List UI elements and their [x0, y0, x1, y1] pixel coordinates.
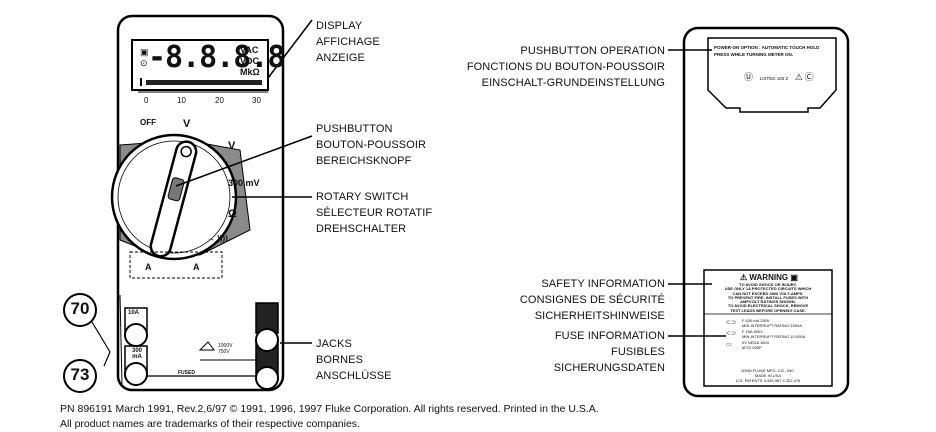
unit-vdc: VDC: [240, 56, 260, 66]
pos-adc: A: [145, 262, 152, 272]
label-rotary-en: ROTARY SWITCH: [316, 191, 409, 203]
double-insulation-icon: ▣: [790, 273, 798, 282]
pos-vdc: V: [228, 140, 236, 152]
label-pushbutton-operation: PUSHBUTTON OPERATION FONCTIONS DU BOUTON…: [420, 43, 665, 91]
fused-label: FUSED: [178, 370, 195, 376]
fuse-icons: ⊂⊃ ⊂⊃ ▭: [726, 318, 736, 351]
jack-300ma-label: 300 mA: [131, 348, 142, 360]
label-safety-en: SAFETY INFORMATION: [541, 278, 665, 290]
warning-text: TO AVOID SHOCK OR INJURY, USE ONLY 1A PR…: [724, 282, 812, 313]
label-display-fr: AFFICHAGE: [316, 36, 380, 48]
label-display-de: ANZEIGE: [316, 52, 365, 64]
callout-73: [63, 359, 97, 393]
jack-300ma: [124, 362, 148, 386]
label-display: DISPLAY AFFICHAGE ANZEIGE: [316, 18, 380, 66]
scale-30: 30: [252, 96, 261, 105]
label-safety: SAFETY INFORMATION CONSIGNES DE SÉCURITÉ…: [420, 276, 665, 324]
power-on-option: POWER-ON OPTION : AUTOMATIC TOUCH HOLD P…: [714, 44, 834, 58]
pos-vac: V: [183, 118, 191, 130]
footer-line-2: All product names are trademarks of thei…: [60, 418, 360, 430]
pos-diode-continuity: → )))): [207, 234, 228, 243]
fuse-icon: ⊂⊃: [726, 331, 737, 337]
label-fuse-de: SICHERUNGSDATEN: [553, 362, 665, 374]
jack-com: [255, 366, 279, 390]
scale-10: 10: [177, 96, 186, 105]
scale-20: 20: [215, 96, 224, 105]
back-warning-panel: [703, 269, 833, 387]
label-pushbutton-de: BEREICHSKNOPF: [316, 155, 412, 167]
hold-icon: ⊙: [140, 58, 148, 68]
pushbutton: [167, 177, 185, 202]
label-jacks: JACKS BORNES ANSCHLÜSSE: [316, 336, 392, 384]
power-on-line1: POWER-ON OPTION : AUTOMATIC TOUCH HOLD: [714, 45, 820, 50]
fuse-text: F 630 mA 250V MIN INTERRUPT RATING 1500A…: [742, 318, 806, 351]
unit-mkohm: MkΩ: [240, 67, 260, 77]
pos-off: OFF: [140, 118, 156, 127]
pos-300mv: 300 mV: [228, 178, 260, 188]
label-pbop-fr: FONCTIONS DU BOUTON-POUSSOIR: [466, 61, 665, 73]
label-rotary-fr: SÉLECTEUR ROTATIF: [316, 207, 433, 219]
scale-0: 0: [144, 96, 149, 105]
label-pushbutton-fr: BOUTON-POUSSOIR: [316, 139, 427, 151]
callout-70: [63, 293, 97, 327]
jack-10a-label: 10A: [128, 310, 140, 316]
fuse-icon: ⊂⊃: [726, 320, 737, 326]
warning-title: ⚠ WARNING ▣: [740, 273, 798, 282]
csa-mark-icon: Ⓒ: [804, 72, 814, 82]
listing-text: LISTED 183 Z: [759, 76, 789, 81]
label-safety-de: SICHERHEITSHINWEISE: [534, 310, 665, 322]
rotary-pointer: [149, 140, 198, 258]
label-jacks-fr: BORNES: [316, 354, 364, 366]
display-units: VAC VDC MkΩ: [240, 45, 260, 78]
voltage-rating-label: 1000V 750V: [218, 343, 233, 355]
callout-73-text: 73: [70, 365, 90, 384]
label-pbop-en: PUSHBUTTON OPERATION: [520, 45, 665, 57]
maker-text: JOHN FLUKE MFG. CO., INC. MADE IN USA U.…: [735, 368, 801, 383]
square-icon: ▣: [140, 47, 149, 57]
display-mode-icons: ▣ ⊙: [140, 47, 149, 69]
label-jacks-en: JACKS: [316, 338, 352, 350]
jack-v: [255, 328, 279, 352]
display-scale: 0 10 20 30: [140, 96, 270, 108]
label-pushbutton-en: PUSHBUTTON: [316, 123, 393, 135]
label-jacks-de: ANSCHLÜSSE: [316, 370, 392, 382]
label-pushbutton: PUSHBUTTON BOUTON-POUSSOIR BEREICHSKNOPF: [316, 121, 426, 169]
amp-range-box: [129, 251, 223, 279]
callout-70-text: 70: [70, 299, 90, 318]
certification-marks: Ⓤ LISTED 183 Z ⚠ Ⓒ: [744, 72, 814, 84]
unit-vac: VAC: [240, 45, 259, 55]
pos-ohm: Ω: [228, 208, 237, 220]
label-fuse-en: FUSE INFORMATION: [554, 330, 665, 342]
label-fuse: FUSE INFORMATION FUSIBLES SICHERUNGSDATE…: [420, 328, 665, 376]
label-safety-fr: CONSIGNES DE SÉCURITÉ: [519, 294, 665, 306]
pos-aac: A: [193, 262, 200, 272]
warning-triangle-icon: ⚠: [740, 273, 748, 282]
label-rotary: ROTARY SWITCH SÉLECTEUR ROTATIF DREHSCHA…: [316, 189, 432, 237]
footer-line-1: PN 896191 March 1991, Rev.2,6/97 © 1991,…: [60, 403, 599, 415]
jack-10a: [124, 323, 148, 347]
battery-icon: ▭: [726, 342, 732, 348]
label-fuse-fr: FUSIBLES: [611, 346, 665, 358]
display-digits: -8.8.8.8: [148, 40, 285, 75]
label-rotary-de: DREHSCHALTER: [316, 223, 407, 235]
back-top-panel: [707, 37, 837, 113]
power-on-line2: PRESS WHILE TURNING METER ON.: [714, 52, 794, 57]
label-pbop-de: EINSCHALT-GRUNDEINSTELLUNG: [481, 77, 665, 89]
warning-triangle-icon: ⚠: [794, 72, 803, 82]
label-display-en: DISPLAY: [316, 20, 363, 32]
bar-graph: [146, 80, 262, 85]
ul-mark-icon: Ⓤ: [744, 72, 754, 82]
